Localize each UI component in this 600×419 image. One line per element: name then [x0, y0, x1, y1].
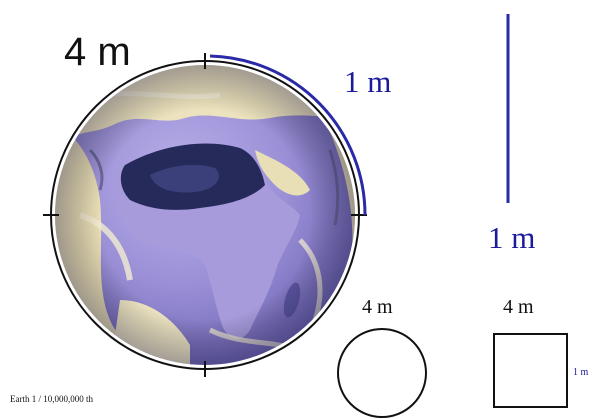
scale-caption: Earth 1 / 10,000,000 th: [10, 394, 93, 404]
square-side-label: 1 m: [573, 367, 589, 378]
vertical-line-label: 1 m: [488, 220, 535, 255]
quarter-arc-measure: [209, 54, 367, 216]
circle-perimeter-label: 4 m: [362, 296, 393, 318]
earth-circumference-label: 4 m: [64, 30, 131, 74]
earth-arc-label: 1 m: [344, 64, 391, 99]
small-circle-shape: [337, 328, 427, 418]
small-square-shape: [493, 333, 568, 408]
square-perimeter-label: 4 m: [503, 296, 534, 318]
